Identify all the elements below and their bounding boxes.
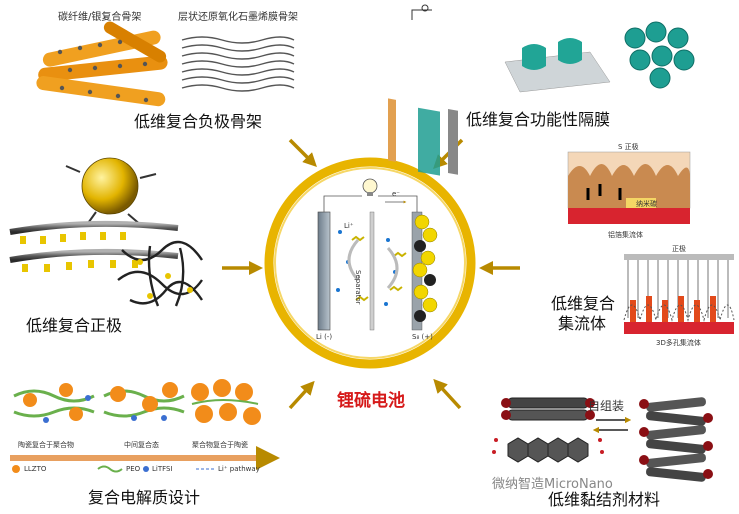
collector-top-bottom: 铝箔集流体 <box>608 231 643 239</box>
arrow-bottom-left <box>288 380 315 410</box>
graphene-layers <box>181 36 295 92</box>
binder-stack-flat <box>501 397 595 421</box>
binder-molecule <box>507 437 589 463</box>
watermark: 微纳智造MicroNano <box>492 477 613 492</box>
electron-label: e⁻ <box>392 190 401 198</box>
collector-top-nano: 纳米碳 <box>636 200 657 208</box>
carbon-silver-fibers <box>36 21 168 107</box>
collector-bottom-top: 正极 <box>672 245 686 253</box>
binder-title: 低维黏结剂材料 <box>548 490 661 509</box>
arrow-top-left <box>288 138 317 167</box>
electrolyte-legend-marks <box>12 465 214 473</box>
cathode-title: 低维复合正极 <box>26 316 123 335</box>
collector-top-label: S 正极 <box>618 143 639 151</box>
cathode-label: S₈ (+) <box>412 333 433 341</box>
sulfur-particles <box>412 214 438 322</box>
self-assembly-arrows <box>592 416 632 434</box>
legend-li-pathway: Li⁺ pathway <box>218 465 260 473</box>
honeycomb-tubes <box>624 21 695 89</box>
center-title: 锂硫电池 <box>337 391 405 411</box>
separator-plate-left <box>388 98 396 162</box>
separator-label: Separator <box>354 270 362 305</box>
sulfur-sphere <box>81 157 139 215</box>
electrolyte-stage-3 <box>191 379 261 425</box>
electrolyte-stage-1 <box>13 383 95 423</box>
legend-litfsi: LiTFSI <box>152 465 173 473</box>
collector-title-line2: 集流体 <box>558 314 607 333</box>
anode-label: Li (-) <box>316 333 333 341</box>
separator-illustration <box>388 4 695 176</box>
binder-stack-helix <box>639 397 713 482</box>
collector-illustration <box>567 151 735 334</box>
separator-membrane <box>369 211 375 331</box>
ion-label: Li⁺ <box>344 222 354 230</box>
separator-title: 低维复合功能性隔膜 <box>466 110 611 129</box>
collector-bottom-bottom: 3D多孔集流体 <box>656 339 701 347</box>
separator-plate-right <box>448 108 458 175</box>
al-foil <box>568 208 690 224</box>
separator-plate-mid <box>418 107 440 176</box>
electrolyte-illustration <box>10 379 280 473</box>
electrolyte-stage2-label: 中间复合态 <box>124 441 159 449</box>
anode-skeleton-illustration <box>36 21 295 107</box>
electrolyte-title: 复合电解质设计 <box>88 488 201 507</box>
fiber-layers <box>9 220 179 272</box>
anode-skeleton-sub-right: 层状还原氧化石墨烯膜骨架 <box>178 12 298 23</box>
anode-skeleton-sub-left: 碳纤维/银复合骨架 <box>58 12 142 23</box>
collector-bottom <box>623 254 735 334</box>
legend-peo: PEO <box>126 465 141 473</box>
membrane-sheet <box>504 38 611 93</box>
arrow-bottom-right <box>433 378 462 410</box>
polysulfide-chains <box>351 235 407 302</box>
anode-plate <box>317 211 331 331</box>
battery-cell <box>317 178 438 331</box>
electrolyte-stage-2 <box>103 382 185 421</box>
legend-llzto: LLZTO <box>24 465 47 473</box>
electrolyte-stage3-label: 聚合物复合于陶瓷 <box>192 441 248 449</box>
self-assembly-label: 自组装 <box>588 399 625 413</box>
collector-title-line1: 低维复合 <box>551 294 616 313</box>
light-bulb-icon <box>362 178 378 196</box>
binder-illustration <box>492 397 713 482</box>
porous-collector <box>624 322 734 334</box>
electrolyte-stage1-label: 陶瓷复合于聚合物 <box>18 441 74 449</box>
anode-skeleton-title: 低维复合负极骨架 <box>134 112 263 131</box>
cathode-illustration <box>9 157 203 307</box>
